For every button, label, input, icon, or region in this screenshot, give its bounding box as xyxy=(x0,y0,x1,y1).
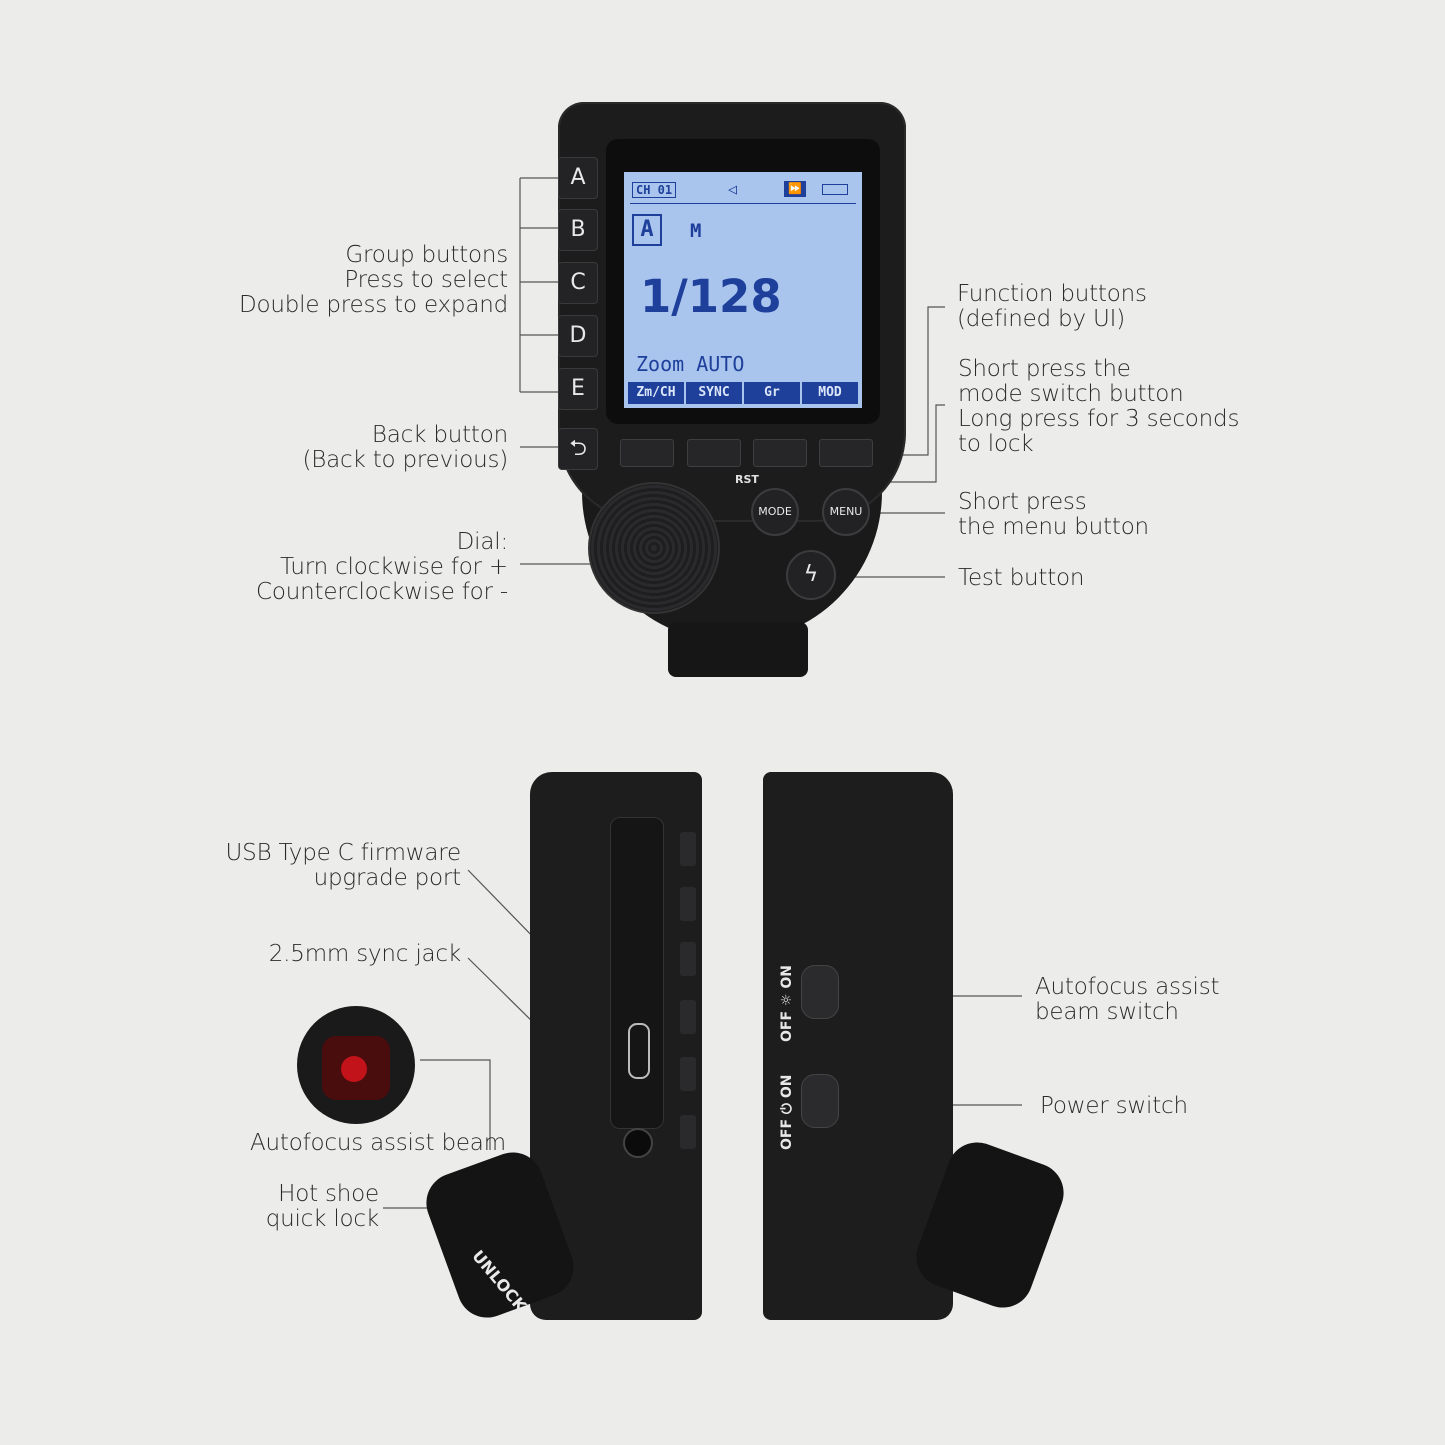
softkey-sync: SYNC xyxy=(686,382,742,404)
af-off-text: OFF xyxy=(779,1010,795,1042)
dial[interactable] xyxy=(588,482,720,614)
power-switch-markings: OFF ⏻ ON xyxy=(779,1075,795,1150)
power-icon: ⏻ xyxy=(779,1103,795,1115)
group-button-b[interactable]: B xyxy=(558,209,598,251)
lcd-screen: CH 01 ◁ ⏩ A M 1/128 Zoom AUTO Zm/CH SYNC… xyxy=(624,172,862,408)
sync-jack[interactable] xyxy=(623,1128,653,1158)
af-assist-switch[interactable] xyxy=(801,965,839,1019)
lcd-power: 1/128 xyxy=(640,270,782,323)
back-button[interactable]: ⮌ xyxy=(558,428,598,470)
group-button-a[interactable]: A xyxy=(558,157,598,199)
group-button-e[interactable]: E xyxy=(558,368,598,410)
lcd-divider xyxy=(630,203,856,204)
power-switch-label: Power switch xyxy=(1040,1093,1188,1119)
function-button-1[interactable] xyxy=(620,439,674,467)
side-button xyxy=(680,1057,696,1091)
mode-button[interactable]: MODE xyxy=(751,488,799,536)
power-on-text: ON xyxy=(779,1074,795,1099)
test-button[interactable]: ϟ xyxy=(786,550,836,600)
af-on-text: ON xyxy=(779,965,795,989)
softkey-mod: MOD xyxy=(802,382,858,404)
function-button-4[interactable] xyxy=(819,439,873,467)
port-panel xyxy=(610,817,664,1158)
side-button xyxy=(680,1000,696,1034)
group-button-d[interactable]: D xyxy=(558,315,598,357)
af-beam-emitter xyxy=(341,1056,367,1082)
side-button xyxy=(680,942,696,976)
function-button-2[interactable] xyxy=(687,439,741,467)
unlock-text: UNLOCK xyxy=(468,1246,531,1316)
side-button xyxy=(680,1115,696,1149)
group-button-c[interactable]: C xyxy=(558,262,598,304)
lcd-zoom: Zoom AUTO xyxy=(636,352,745,376)
softkey-gr: Gr xyxy=(744,382,800,404)
lcd-channel: CH 01 xyxy=(632,182,677,198)
back-button-label: Back button(Back to previous) xyxy=(302,422,508,473)
side-button xyxy=(680,832,696,866)
sync-jack-label: 2.5mm sync jack xyxy=(268,941,461,967)
rst-label: RST xyxy=(735,473,759,486)
speed-icon: ⏩ xyxy=(784,181,806,197)
hot-shoe-foot xyxy=(668,622,808,677)
battery-icon xyxy=(822,184,848,195)
speaker-icon: ◁ xyxy=(728,180,738,198)
softkey-zm-ch: Zm/CH xyxy=(628,382,684,404)
lcd-mode: M xyxy=(690,220,702,242)
test-button-label: Test button xyxy=(958,565,1085,591)
function-button-3[interactable] xyxy=(753,439,807,467)
usb-c-port[interactable] xyxy=(628,1023,650,1079)
lcd-group: A xyxy=(632,214,662,246)
af-beam-label: Autofocus assist beam xyxy=(250,1130,506,1156)
af-beam-closeup xyxy=(297,1006,415,1124)
function-buttons-label: Function buttons(defined by UI) xyxy=(957,281,1147,332)
side-button xyxy=(680,887,696,921)
af-beam-icon: ☼ xyxy=(779,993,795,1007)
trigger-right-side-view: OFF ☼ ON OFF ⏻ ON xyxy=(763,772,953,1320)
power-off-text: OFF xyxy=(779,1118,795,1150)
menu-button[interactable]: MENU xyxy=(822,488,870,536)
af-switch-markings: OFF ☼ ON xyxy=(779,965,795,1042)
power-switch[interactable] xyxy=(801,1074,839,1128)
lcd-softkeys: Zm/CH SYNC Gr MOD xyxy=(628,382,858,404)
dial-label: Dial:Turn clockwise for +Counterclockwis… xyxy=(256,529,508,605)
